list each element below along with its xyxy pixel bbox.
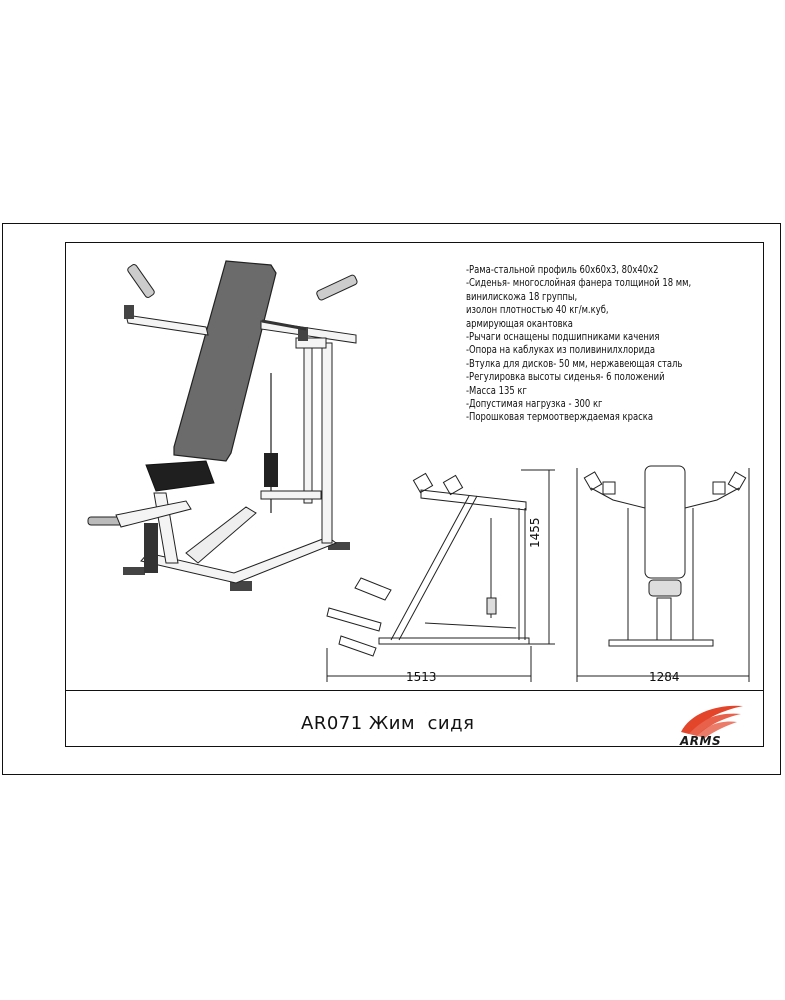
center-column (656, 597, 672, 641)
spec-list: -Рама-стальной профиль 60х60х3, 80х40х2 … (466, 264, 733, 425)
dimension-front-width: 1284 (649, 670, 680, 684)
top-arm (590, 487, 646, 509)
logo-text: ARMS (680, 734, 722, 748)
dimension-side-height: 1455 (528, 517, 542, 548)
seat (648, 579, 682, 597)
cross-brace (260, 490, 322, 500)
seat-pad (145, 460, 215, 492)
product-code: AR071 (301, 713, 363, 734)
base-rail (378, 637, 530, 645)
spec-line: изолон плотностью 40 кг/м.куб, (466, 305, 609, 317)
top-arm (125, 314, 209, 336)
seat (354, 577, 392, 601)
handle (442, 474, 464, 496)
press-lever (261, 319, 307, 331)
drawing-sheet-outer-frame: -Рама-стальной профиль 60х60х3, 80х40х2 … (2, 223, 781, 775)
top-arm-support (295, 337, 327, 349)
handle-right (727, 471, 747, 491)
front-post (144, 523, 158, 573)
top-arm (420, 489, 527, 511)
title-divider (66, 690, 763, 691)
foot-pad (123, 567, 145, 575)
spec-line: -Масса 135 кг (466, 385, 527, 397)
spec-line: -Допустимая нагрузка - 300 кг (466, 399, 603, 411)
lower-arm (115, 500, 192, 528)
spec-line: армирующая окантовка (466, 318, 573, 330)
dimension-side-length: 1513 (406, 670, 437, 684)
link-rod (424, 622, 517, 629)
back-pad (644, 465, 686, 579)
arms-logo-icon (681, 705, 743, 738)
upper-handle-right (316, 274, 358, 301)
top-arm (684, 487, 740, 509)
front-view-drawing (576, 465, 750, 682)
back-pad (173, 260, 277, 462)
weight (486, 597, 497, 615)
base-frame (185, 506, 257, 564)
lower-arm (326, 607, 382, 632)
footrest (338, 635, 377, 657)
weight-sleeve (264, 453, 278, 487)
handle (412, 472, 434, 494)
foot-pad (230, 581, 252, 591)
spec-line: -Рычаги оснащены подшипниками качения (466, 332, 660, 344)
product-name: Жим сидя (368, 713, 475, 734)
spec-line: -Порошковая термоотверждаемая краска (466, 412, 654, 424)
rear-upright (303, 342, 313, 504)
drawing-sheet-inner-frame: -Рама-стальной профиль 60х60х3, 80х40х2 … (65, 242, 764, 748)
base-rail (608, 639, 714, 647)
spec-line: -Сиденья- многослойная фанера толщиной 1… (466, 278, 692, 290)
side-view-drawing (326, 469, 555, 682)
rear-upright (321, 342, 333, 544)
handle-right (712, 481, 726, 495)
product-title: AR071 Жим сидя (301, 713, 474, 734)
machine-render (87, 260, 358, 591)
spec-line: -Регулировка высоты сиденья- 6 положений (466, 372, 665, 384)
upper-handle-left (127, 264, 155, 298)
handle-left (583, 471, 603, 491)
spec-line: -Опора на каблуках из поливинилхлорида (466, 345, 656, 357)
spec-line: -Втулка для дисков- 50 мм, нержавеющая с… (466, 358, 683, 370)
incline-beam (390, 495, 470, 641)
spec-line: -Рама-стальной профиль 60х60х3, 80х40х2 (466, 265, 659, 276)
pivot-block (298, 327, 308, 341)
foot-pad (328, 542, 350, 550)
spec-line: винилискожа 18 группы, (466, 291, 578, 303)
pivot-block (124, 305, 134, 319)
handle-left (602, 481, 616, 495)
incline-beam (398, 495, 478, 641)
